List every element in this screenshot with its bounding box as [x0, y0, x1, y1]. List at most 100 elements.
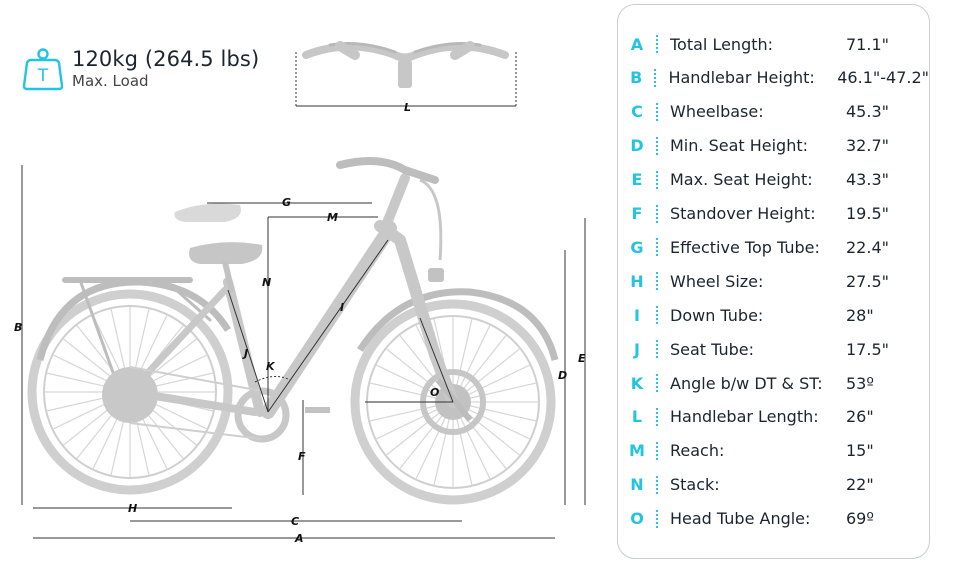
spec-row-i: I Down Tube: 28": [618, 300, 929, 330]
label-D: D: [558, 369, 567, 382]
seat-max: [174, 203, 241, 222]
weight-icon: T: [22, 48, 64, 91]
spec-label: Min. Seat Height:: [670, 136, 809, 156]
spec-label: Effective Top Tube:: [670, 237, 820, 257]
spec-row-a: A Total Length: 71.1": [618, 29, 929, 59]
max-load: T 120kg (264.5 lbs) Max. Load: [22, 46, 259, 92]
label-K: K: [266, 360, 276, 373]
spec-separator: [656, 475, 658, 494]
max-load-value: 120kg (264.5 lbs): [72, 47, 260, 71]
spec-row-g: G Effective Top Tube: 22.4": [618, 232, 929, 262]
spec-row-k: K Angle b/w DT & ST: 53º: [618, 368, 929, 398]
spec-letter: K: [630, 373, 644, 393]
spec-label: Down Tube:: [670, 305, 764, 325]
spec-separator: [656, 441, 658, 460]
spec-separator: [656, 340, 658, 359]
spec-value: 28": [846, 305, 874, 325]
spec-letter: F: [631, 204, 643, 223]
spec-value: 43.3": [846, 170, 889, 190]
label-H: H: [128, 502, 137, 515]
spec-value: 32.7": [846, 136, 889, 156]
spec-letter: A: [630, 34, 644, 54]
label-F: F: [298, 450, 306, 463]
spec-separator: [656, 136, 658, 155]
spec-value: 15": [846, 441, 874, 461]
spec-value: 53º: [846, 373, 874, 393]
seat-post: [222, 261, 235, 293]
spec-letter: E: [631, 170, 643, 190]
spec-label: Standover Height:: [670, 204, 816, 223]
spec-label: Wheel Size:: [670, 271, 764, 291]
spec-value: 46.1"-47.2": [837, 68, 929, 88]
spec-separator: [656, 35, 658, 53]
label-C: C: [291, 515, 299, 528]
handlebar-side: [336, 157, 439, 184]
spec-value: 22.4": [846, 237, 889, 257]
label-N: N: [262, 276, 271, 289]
spec-label: Wheelbase:: [670, 102, 764, 122]
label-O: O: [430, 386, 439, 399]
spec-label: Angle b/w DT & ST:: [670, 373, 823, 393]
spec-letter: B: [630, 68, 643, 88]
dimension-L: [295, 52, 517, 108]
label-B: B: [14, 321, 22, 334]
spec-letter: J: [634, 339, 640, 359]
spec-letter: C: [631, 102, 643, 122]
spec-letter: H: [630, 271, 644, 291]
spec-separator: [654, 68, 657, 87]
spec-letter: M: [629, 441, 645, 461]
front-fender: [357, 288, 559, 361]
chain: [129, 366, 263, 440]
handlebar-top-view: [302, 41, 509, 88]
label-M: M: [327, 211, 338, 224]
label-L: L: [404, 101, 411, 114]
spec-separator: [656, 509, 658, 528]
spec-separator: [656, 374, 658, 392]
bike-geometry-diagram: L G M N I J K O F B E D H C A: [14, 41, 586, 545]
spec-label: Max. Seat Height:: [670, 170, 813, 190]
spec-row-h: H Wheel Size: 27.5": [618, 266, 929, 296]
specs-card: A Total Length: 71.1" B Handlebar Height: 46.…: [617, 4, 930, 559]
spec-letter: O: [630, 509, 644, 529]
spec-label: Total Length:: [670, 34, 774, 54]
spec-value: 71.1": [846, 34, 889, 54]
spec-separator: [656, 407, 658, 426]
headlight: [428, 268, 444, 282]
spec-value: 22": [846, 475, 874, 495]
label-I: I: [340, 301, 344, 314]
spec-separator: [656, 306, 658, 325]
spec-value: 26": [846, 407, 874, 427]
spec-value: 27.5": [846, 271, 889, 291]
spec-separator: [656, 204, 658, 223]
spec-row-e: E Max. Seat Height: 43.3": [618, 165, 929, 195]
spec-value: 69º: [846, 509, 874, 529]
spec-value: 19.5": [846, 204, 889, 223]
spec-row-c: C Wheelbase: 45.3": [618, 97, 929, 127]
spec-value: 45.3": [846, 102, 889, 122]
spec-letter: L: [631, 407, 643, 427]
label-E: E: [578, 352, 586, 365]
spec-row-f: F Standover Height: 19.5": [618, 199, 929, 229]
spec-separator: [656, 102, 658, 121]
brake-cable: [419, 178, 443, 261]
spec-label: Handlebar Height:: [668, 68, 815, 88]
rear-cassette: [102, 367, 158, 423]
spec-label: Handlebar Length:: [670, 407, 819, 427]
spec-row-l: L Handlebar Length: 26": [618, 402, 929, 432]
spec-value: 17.5": [846, 339, 889, 359]
spec-letter: N: [630, 475, 644, 495]
max-load-label: Max. Load: [72, 72, 149, 90]
spec-letter: I: [634, 305, 640, 325]
spec-separator: [656, 170, 658, 189]
seat-min: [189, 242, 263, 264]
front-fork-lower: [435, 378, 473, 422]
label-A: A: [294, 532, 304, 545]
dimension-lines: [21, 165, 586, 539]
spec-separator: [656, 238, 658, 257]
spec-letter: G: [630, 237, 644, 257]
